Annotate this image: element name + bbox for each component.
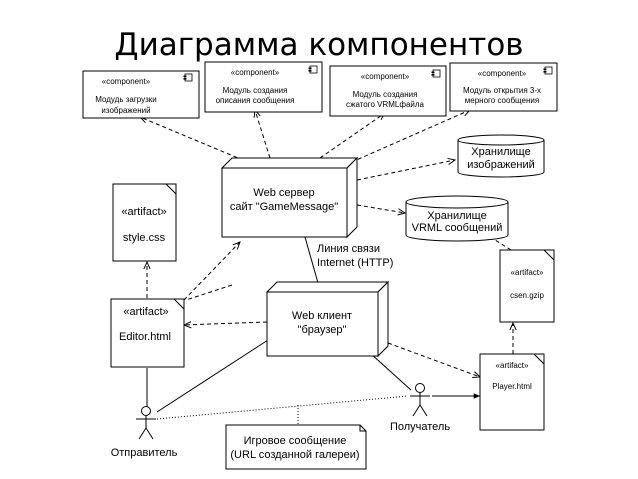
actor-leg xyxy=(412,404,421,417)
component-label: описания сообщения xyxy=(216,96,295,105)
store-images[interactable]: Хранилище изображений xyxy=(457,134,545,178)
cylinder-top xyxy=(457,134,545,146)
note-game-message[interactable]: Игровое сообщение (URL созданной галереи… xyxy=(225,424,367,470)
artifact-stereotype: «artifact» xyxy=(123,306,168,318)
artifact-label: csen.gzip xyxy=(510,291,544,300)
component-box xyxy=(329,65,447,117)
component-stereotype: «component» xyxy=(361,72,410,81)
artifact-label: Player.html xyxy=(492,382,532,391)
store-label: изображений xyxy=(467,159,535,171)
node-web-client[interactable]: Web клиент "браузер" xyxy=(265,280,390,358)
dep-client-edge xyxy=(185,284,233,301)
node-label: "браузер" xyxy=(298,324,347,336)
node-front xyxy=(266,291,379,357)
note-label: Игровое сообщение xyxy=(244,435,347,447)
node-label: Web клиент xyxy=(292,310,352,322)
component-label: изображений xyxy=(101,106,150,115)
component-label: Модудь загрузки xyxy=(95,95,157,104)
artifact-style-css[interactable]: «artifact» style.css xyxy=(112,183,177,262)
store-vrml[interactable]: Хранилище VRML сообщений xyxy=(405,195,509,242)
dep-server-images-store xyxy=(356,160,455,181)
actor-head xyxy=(141,406,151,416)
dep-server-open3d xyxy=(344,110,470,166)
artifact-stereotype: «artifact» xyxy=(496,361,529,370)
component-icon xyxy=(544,66,553,75)
node-side xyxy=(377,280,389,358)
component-label: Модуль создания xyxy=(223,86,288,95)
actor-label: Отправитель xyxy=(111,447,178,459)
link-receiver-client xyxy=(369,352,412,391)
component-box xyxy=(82,70,200,119)
dep-client-player xyxy=(387,342,480,377)
store-label: Хранилище xyxy=(427,210,486,222)
component-open3d[interactable]: «component» Модуль открытия 3-х мерного … xyxy=(449,62,558,112)
artifact-stereotype: «artifact» xyxy=(511,268,544,277)
store-label: Хранилище xyxy=(471,146,530,158)
artifact-csen-gzip[interactable]: «artifact» csen.gzip xyxy=(499,249,555,323)
link-label: Internet (HTTP) xyxy=(317,257,393,269)
node-web-server[interactable]: Web сервер сайт "GameMessage" xyxy=(220,156,359,239)
node-label: сайт "GameMessage" xyxy=(230,201,338,213)
component-label: сжатого VRMLфайла xyxy=(346,100,425,109)
component-stereotype: «component» xyxy=(478,69,527,78)
artifact-label: style.css xyxy=(123,232,166,244)
dep-server-upload xyxy=(140,117,251,164)
dep-client-editor xyxy=(184,322,268,325)
actor-label: Получатель xyxy=(390,421,450,433)
component-label: мерного сообщения xyxy=(465,96,539,105)
cylinder-body xyxy=(457,140,545,178)
component-icon xyxy=(432,69,441,78)
dep-editor-server xyxy=(183,242,240,301)
link-sender-client xyxy=(156,339,269,413)
artifact-box xyxy=(112,183,177,262)
note-label: (URL созданной галереи) xyxy=(230,449,359,461)
component-box xyxy=(204,61,323,113)
actor-head xyxy=(415,383,425,393)
component-icon xyxy=(309,65,318,74)
artifact-box xyxy=(499,249,555,323)
actor-sender[interactable]: Отправитель xyxy=(111,406,178,460)
artifact-label: Editor.html xyxy=(119,331,171,343)
component-icon xyxy=(184,73,193,82)
message-line xyxy=(156,395,409,420)
dep-server-vrml xyxy=(319,113,385,159)
store-label: VRML сообщений xyxy=(412,222,503,234)
actor-leg xyxy=(419,404,428,417)
component-box xyxy=(449,62,558,112)
component-stereotype: «component» xyxy=(231,68,280,77)
node-side xyxy=(346,156,358,239)
component-create-message[interactable]: «component» Модуль создания описания соо… xyxy=(204,61,323,113)
component-label: Модуль открытия 3-х xyxy=(463,86,541,95)
artifact-player-html[interactable]: «artifact» Player.html xyxy=(479,353,545,431)
dep-server-vrml-store xyxy=(356,204,405,213)
node-label: Web сервер xyxy=(253,187,314,199)
artifact-box xyxy=(479,353,545,431)
component-vrml[interactable]: «component» Модуль создания сжатого VRML… xyxy=(329,65,447,117)
dep-server-create xyxy=(255,110,271,159)
actor-receiver[interactable]: Получатель xyxy=(390,383,450,434)
cylinder-top xyxy=(405,195,509,209)
component-label: Модуль создания xyxy=(353,90,418,99)
actor-leg xyxy=(138,427,147,440)
actor-leg xyxy=(145,427,154,440)
artifact-box xyxy=(110,298,185,368)
note-box xyxy=(225,424,367,470)
diagram-title: Диаграмма компонентов xyxy=(114,27,523,63)
component-stereotype: «component» xyxy=(102,77,151,86)
link-server-client xyxy=(304,236,319,284)
artifact-editor-html[interactable]: «artifact» Editor.html xyxy=(110,298,185,368)
node-top xyxy=(265,281,390,293)
node-top xyxy=(220,157,359,169)
connectors xyxy=(140,110,513,425)
link-label: Линия связи xyxy=(317,243,380,255)
cylinder-body xyxy=(405,202,509,242)
artifact-stereotype: «artifact» xyxy=(121,206,166,218)
component-upload[interactable]: «component» Модудь загрузки изображений xyxy=(82,70,200,119)
dep-csen-vrml-store xyxy=(484,233,512,251)
node-front xyxy=(221,167,348,238)
